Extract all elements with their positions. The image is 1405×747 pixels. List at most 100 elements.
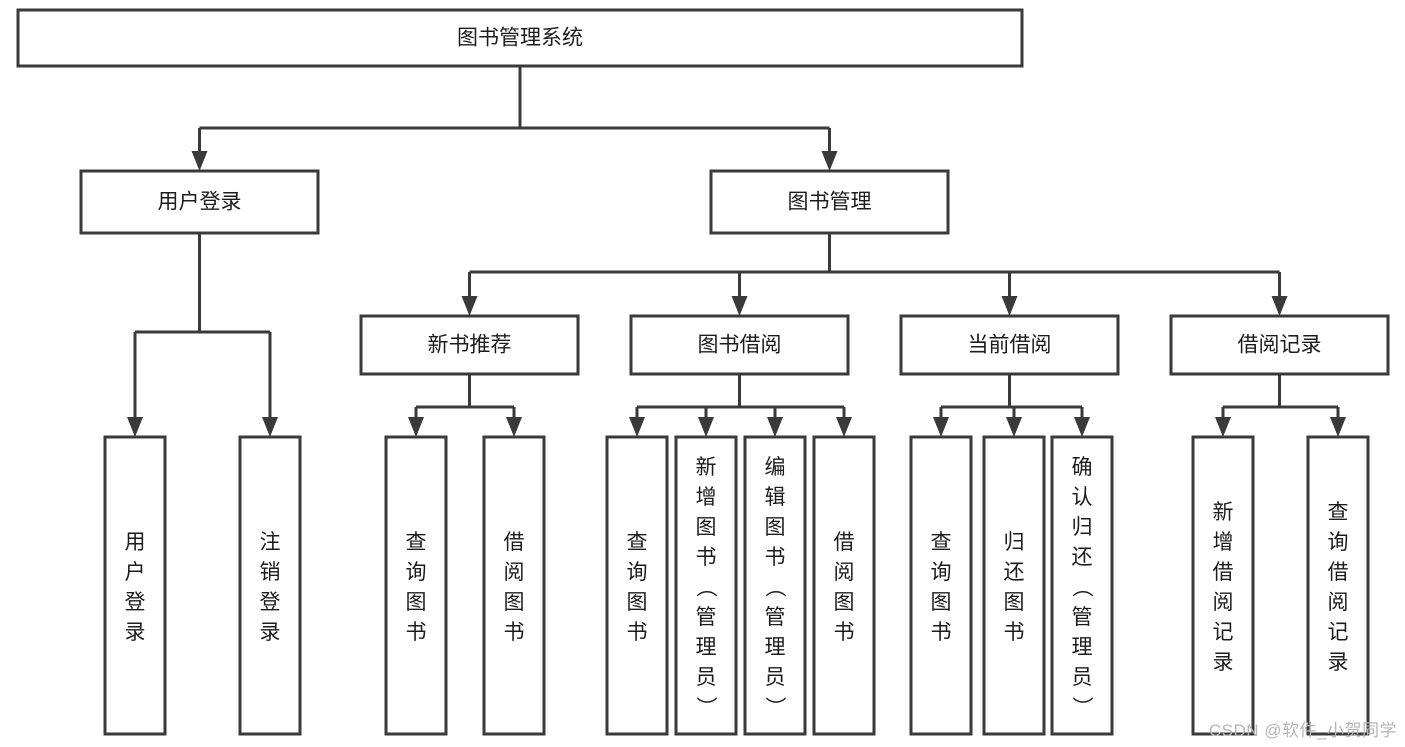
arrow-head-icon <box>821 151 838 171</box>
node-box[interactable] <box>982 435 1046 736</box>
node-label-char: （ <box>694 576 717 597</box>
node-label-char: 录 <box>125 621 146 644</box>
connector-group <box>461 233 1288 316</box>
arrow-head-icon <box>1006 417 1022 437</box>
node-label-char: 图 <box>834 591 855 614</box>
node-label-char: 阅 <box>1328 591 1349 614</box>
node-box[interactable] <box>674 435 738 736</box>
node-label-char: 图 <box>504 591 525 614</box>
connector-group <box>629 374 852 437</box>
arrow-head-icon <box>1001 296 1018 316</box>
node-label-char: 书 <box>406 621 427 644</box>
node-box[interactable] <box>909 435 973 736</box>
arrow-head-icon <box>408 417 424 437</box>
node-box[interactable] <box>709 169 950 235</box>
arrow-head-icon <box>698 417 714 437</box>
node-label-char: 询 <box>627 561 648 584</box>
node-box[interactable] <box>743 435 807 736</box>
arrow-head-icon <box>629 417 645 437</box>
node-box[interactable] <box>899 314 1120 376</box>
node-label-char: ） <box>1070 696 1093 717</box>
node-box[interactable] <box>359 314 580 376</box>
arrow-head-icon <box>1215 417 1231 437</box>
node-box[interactable] <box>812 435 876 736</box>
arrow-head-icon <box>127 417 143 437</box>
node-label-char: 书 <box>931 621 952 644</box>
node-box[interactable] <box>1169 314 1390 376</box>
node-label-char: ） <box>763 696 786 717</box>
node-book-borrow[interactable]: 图书借阅 <box>629 314 850 376</box>
node-box[interactable] <box>1050 435 1114 736</box>
node-label-char: 登 <box>260 591 281 614</box>
node-box[interactable] <box>1306 435 1370 736</box>
node-label-char: （ <box>1070 576 1093 597</box>
node-label-char: 书 <box>834 621 855 644</box>
node-label-char: 还 <box>1004 561 1025 584</box>
node-label-char: 借 <box>1213 561 1234 584</box>
arrow-head-icon <box>461 296 478 316</box>
node-label-char: 书 <box>1004 621 1025 644</box>
node-label-char: 理 <box>1072 636 1093 659</box>
node-label-char: 管 <box>696 606 717 629</box>
node-current-borrow[interactable]: 当前借阅 <box>899 314 1120 376</box>
arrow-head-icon <box>933 417 949 437</box>
node-box[interactable] <box>238 435 302 736</box>
arrow-head-icon <box>191 151 208 171</box>
node-book-manage[interactable]: 图书管理 <box>709 169 950 235</box>
node-label-char: 图 <box>406 591 427 614</box>
arrow-head-icon <box>731 296 748 316</box>
node-label: 图书管理 <box>788 191 872 214</box>
node-box[interactable] <box>103 435 167 736</box>
node-user-login[interactable]: 用户登录 <box>79 169 320 235</box>
arrow-head-icon <box>1330 417 1346 437</box>
node-root[interactable]: 图书管理系统 <box>16 8 1024 68</box>
node-label-char: 图 <box>1004 591 1025 614</box>
node-label-char: 录 <box>260 621 281 644</box>
node-label-char: 编 <box>765 456 786 479</box>
node-box[interactable] <box>79 169 320 235</box>
node-box[interactable] <box>629 314 850 376</box>
node-layer: 图书管理系统用户登录图书管理新书推荐图书借阅当前借阅借阅记录用户登录注销登录查询… <box>16 8 1390 736</box>
node-label-char: 辑 <box>765 486 786 509</box>
node-label-char: 借 <box>1328 561 1349 584</box>
node-label-char: 归 <box>1072 516 1093 539</box>
node-label-char: 理 <box>696 636 717 659</box>
node-label: 新书推荐 <box>428 334 512 357</box>
node-borrow-record[interactable]: 借阅记录 <box>1169 314 1390 376</box>
node-box[interactable] <box>16 8 1024 68</box>
node-label-char: 查 <box>931 531 952 554</box>
node-label-char: 记 <box>1213 621 1234 644</box>
node-box[interactable] <box>605 435 669 736</box>
arrow-head-icon <box>767 417 783 437</box>
node-label-char: 确 <box>1072 456 1093 479</box>
node-box[interactable] <box>384 435 448 736</box>
node-new-book-rec[interactable]: 新书推荐 <box>359 314 580 376</box>
node-box[interactable] <box>482 435 546 736</box>
node-label-char: 询 <box>1328 531 1349 554</box>
node-label-char: 询 <box>406 561 427 584</box>
node-box[interactable] <box>1191 435 1255 736</box>
node-label-char: 书 <box>504 621 525 644</box>
connector-group <box>933 374 1090 437</box>
node-label-char: 查 <box>1328 501 1349 524</box>
node-leaf-user-login[interactable]: 用户登录 <box>103 435 167 736</box>
node-label: 借阅记录 <box>1238 334 1322 357</box>
connector-group <box>408 374 522 437</box>
node-label-char: 增 <box>1213 531 1234 554</box>
arrow-head-icon <box>836 417 852 437</box>
node-label-char: 查 <box>627 531 648 554</box>
